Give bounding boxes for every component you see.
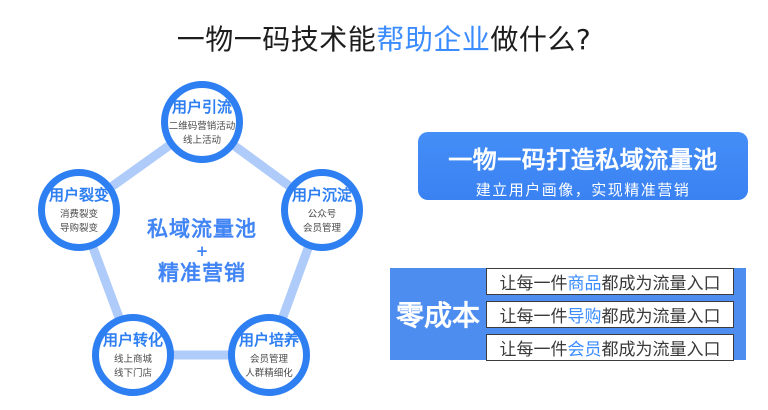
row-suffix: 都成为流量入口 bbox=[601, 339, 721, 360]
row-suffix: 都成为流量入口 bbox=[601, 273, 721, 294]
node-subtitle: 人群精细化 bbox=[245, 368, 293, 379]
diagram-center-label: 私域流量池 + 精准营销 bbox=[112, 217, 292, 285]
node-title: 用户裂变 bbox=[48, 186, 109, 205]
cost-row-guide: 让每一件导购都成为流量入口 bbox=[486, 300, 734, 328]
row-keyword: 会员 bbox=[567, 339, 602, 360]
zero-cost-rows: 让每一件商品都成为流量入口 让每一件导购都成为流量入口 让每一件会员都成为流量入… bbox=[486, 267, 734, 361]
title-highlight: 帮助企业 bbox=[376, 23, 491, 56]
banner: 一物一码打造私域流量池 建立用户画像，实现精准营销 bbox=[418, 132, 748, 200]
node-subtitle: 会员管理 bbox=[249, 354, 288, 366]
node-subtitle: 消费裂变 bbox=[59, 209, 98, 221]
zero-cost-panel: 零成本 让每一件商品都成为流量入口 让每一件导购都成为流量入口 让每一件会员都成… bbox=[390, 267, 746, 361]
center-line-2: 精准营销 bbox=[158, 260, 246, 285]
cost-row-member: 让每一件会员都成为流量入口 bbox=[486, 333, 734, 361]
node-subtitle: 会员管理 bbox=[302, 223, 341, 234]
row-keyword: 商品 bbox=[567, 273, 602, 294]
cost-row-product: 让每一件商品都成为流量入口 bbox=[486, 267, 734, 295]
zero-cost-label: 零成本 bbox=[395, 299, 480, 332]
banner-subtitle: 建立用户画像，实现精准营销 bbox=[475, 181, 691, 199]
node-title: 用户沉淀 bbox=[291, 186, 352, 205]
banner-title: 一物一码打造私域流量池 bbox=[448, 146, 718, 174]
node-title: 用户引流 bbox=[171, 98, 232, 117]
title-prefix: 一物一码技术能 bbox=[176, 23, 377, 56]
row-prefix: 让每一件 bbox=[499, 339, 568, 360]
node-subtitle: 线上活动 bbox=[182, 135, 221, 146]
node-subtitle: 公众号 bbox=[307, 209, 337, 221]
row-keyword: 导购 bbox=[567, 306, 602, 327]
node-title: 用户培养 bbox=[238, 331, 299, 350]
row-prefix: 让每一件 bbox=[499, 306, 568, 327]
row-suffix: 都成为流量入口 bbox=[601, 306, 721, 327]
node-title: 用户转化 bbox=[102, 331, 163, 350]
node-subtitle: 线上商城 bbox=[113, 354, 152, 366]
center-line-1: 私域流量池 bbox=[147, 217, 257, 241]
node-subtitle: 线下门店 bbox=[113, 368, 152, 379]
center-plus: + bbox=[195, 242, 209, 261]
pentagon-diagram: 用户引流 二维码营销活动 线上活动 用户裂变 消费裂变 导购裂变 用户沉淀 公众… bbox=[0, 70, 395, 410]
row-prefix: 让每一件 bbox=[499, 273, 568, 294]
diagram-node-user-cultivation: 用户培养 会员管理 人群精细化 bbox=[228, 314, 310, 396]
diagram-node-user-retention: 用户沉淀 公众号 会员管理 bbox=[281, 169, 363, 251]
node-subtitle: 二维码营销活动 bbox=[168, 121, 236, 133]
title-suffix: 做什么? bbox=[490, 23, 592, 56]
node-subtitle: 导购裂变 bbox=[59, 223, 98, 234]
diagram-node-user-acquisition: 用户引流 二维码营销活动 线上活动 bbox=[161, 81, 243, 163]
page-title: 一物一码技术能帮助企业做什么? bbox=[0, 18, 768, 58]
diagram-node-user-fission: 用户裂变 消费裂变 导购裂变 bbox=[38, 169, 120, 251]
diagram-node-user-conversion: 用户转化 线上商城 线下门店 bbox=[92, 314, 174, 396]
